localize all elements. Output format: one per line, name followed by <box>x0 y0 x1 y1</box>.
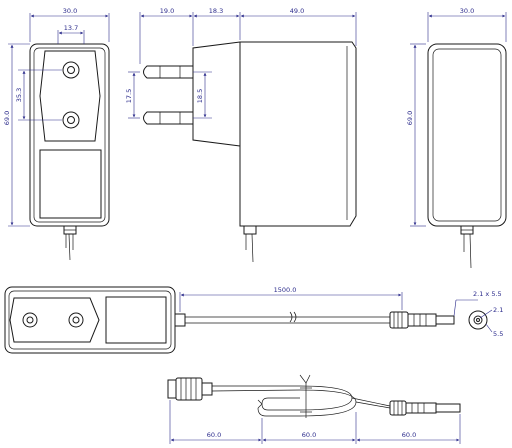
coiled-view <box>167 374 461 418</box>
cable-view <box>4 286 488 354</box>
front-view <box>29 43 110 261</box>
plug-base <box>192 41 241 147</box>
plug-face-outline <box>39 50 101 142</box>
lower-pin <box>143 111 193 125</box>
pin-height-label: 35.3 <box>15 88 23 102</box>
plug-size-label: 2.1 x 5.5 <box>473 290 502 298</box>
pin-offset-b-label: 18.5 <box>196 89 204 103</box>
coil-seg-c-label: 60.0 <box>402 431 416 439</box>
front-dimensions: 30.0 13.7 69.0 35.3 <box>3 7 110 227</box>
side-view <box>143 41 357 263</box>
cable-dimensions: 1500.0 2.1 x 5.5 2.1 5.5 <box>179 286 503 338</box>
housing <box>239 41 357 227</box>
back-height-label: 69.0 <box>406 111 414 125</box>
cable-label-area <box>105 296 167 344</box>
inner-dia-label: 2.1 <box>493 306 503 314</box>
coil-seg-b-label: 60.0 <box>302 431 316 439</box>
dc-plug-end <box>468 310 488 330</box>
front-width-label: 30.0 <box>63 7 77 15</box>
back-dimensions: 30.0 69.0 <box>406 7 507 227</box>
coil-seg-a-label: 60.0 <box>207 431 221 439</box>
back-width-label: 30.0 <box>460 7 474 15</box>
upper-pin <box>143 65 193 79</box>
outer-dia-label: 5.5 <box>493 330 503 338</box>
back-view <box>427 43 507 269</box>
upper-pin-hole <box>62 61 80 79</box>
depth-label: 18.3 <box>209 7 223 15</box>
pin-length-label: 19.0 <box>160 7 174 15</box>
cable-plug-face <box>9 297 100 343</box>
label-area <box>39 149 102 219</box>
body-depth-label: 49.0 <box>290 7 304 15</box>
pin-spacing-label: 13.7 <box>64 24 78 32</box>
cable-length-label: 1500.0 <box>274 286 297 294</box>
lower-pin-hole <box>62 111 80 129</box>
side-dimensions: 19.0 18.3 49.0 17.5 18.5 <box>125 7 357 119</box>
front-height-label: 69.0 <box>3 111 11 125</box>
pin-offset-a-label: 17.5 <box>125 89 133 103</box>
coiled-dimensions: 60.0 60.0 60.0 <box>169 400 461 444</box>
